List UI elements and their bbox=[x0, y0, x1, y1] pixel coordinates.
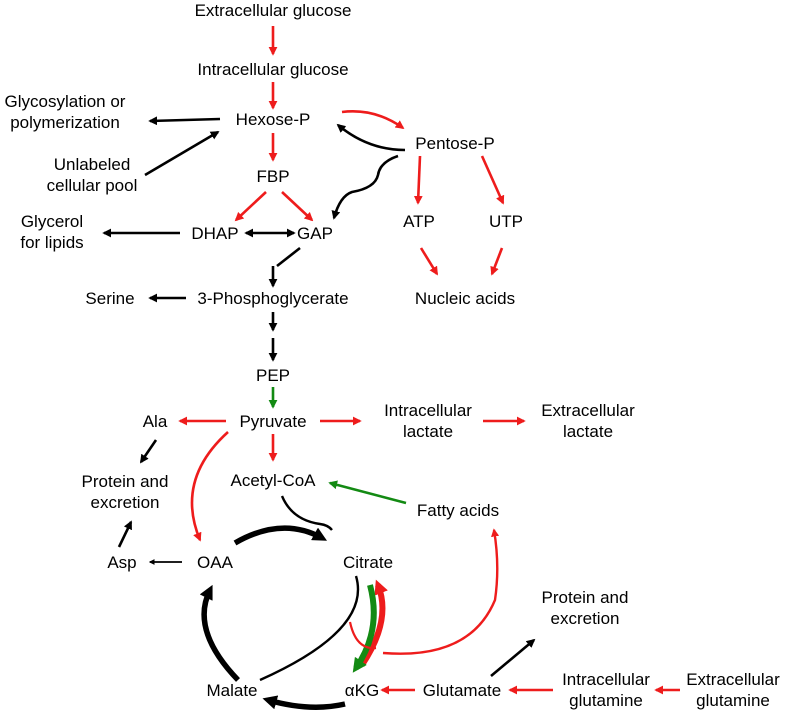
arrow-akg-to-malate bbox=[262, 695, 346, 710]
arrow-akg-to-fatty-acids bbox=[382, 528, 500, 655]
label-extracellular-glutamine-line1: Extracellular bbox=[686, 670, 780, 689]
arrow-glutamate-to-protein-excretion bbox=[490, 638, 536, 677]
label-pep: PEP bbox=[256, 366, 290, 385]
label-acetyl-coa: Acetyl-CoA bbox=[230, 471, 316, 490]
arrow-oaa-to-citrate bbox=[233, 525, 328, 546]
label-ala: Ala bbox=[143, 412, 168, 431]
label-glycerol-line2: for lipids bbox=[20, 233, 83, 252]
label-extracellular-glucose: Extracellular glucose bbox=[195, 1, 352, 20]
arrow-citrate-to-malate bbox=[259, 575, 360, 682]
arrow-fbp-to-gap bbox=[281, 191, 314, 222]
label-pentose-p: Pentose-P bbox=[415, 134, 494, 153]
arrow-malate-to-oaa bbox=[199, 584, 240, 682]
label-oaa: OAA bbox=[197, 553, 234, 572]
arrow-utp-to-nucleic-acids bbox=[490, 247, 504, 276]
arrow-fatty-acids-to-acetyl-coa bbox=[328, 480, 407, 505]
label-extracellular-glutamine-line2: glutamine bbox=[696, 691, 770, 710]
label-intracellular-glutamine-line1: Intracellular bbox=[562, 670, 650, 689]
label-nucleic-acids: Nucleic acids bbox=[415, 289, 515, 308]
label-intracellular-glutamine-line2: glutamine bbox=[569, 691, 643, 710]
arrow-hexose-p-to-glycosylation bbox=[148, 116, 221, 126]
label-dhap: DHAP bbox=[191, 224, 238, 243]
arrow-citrate-to-akg-green bbox=[352, 584, 377, 673]
arrow-pentose-p-to-utp bbox=[480, 155, 505, 205]
label-pyruvate: Pyruvate bbox=[239, 412, 306, 431]
label-gap: GAP bbox=[297, 224, 333, 243]
label-unlabeled-line2: cellular pool bbox=[47, 176, 138, 195]
label-serine: Serine bbox=[85, 289, 134, 308]
arrow-acetyl-coa-to-citrate bbox=[280, 495, 333, 531]
label-fbp: FBP bbox=[256, 167, 289, 186]
label-atp: ATP bbox=[403, 212, 435, 231]
arrow-akg-to-citrate-red bbox=[359, 579, 388, 667]
label-intracellular-lactate-line2: lactate bbox=[403, 422, 453, 441]
arrow-hexose-p-to-pentose-p bbox=[341, 110, 405, 130]
label-protein-excretion-left-line1: Protein and bbox=[82, 472, 169, 491]
label-3-phosphoglycerate: 3-Phosphoglycerate bbox=[197, 289, 348, 308]
label-fatty-acids: Fatty acids bbox=[417, 501, 499, 520]
label-extracellular-lactate-line1: Extracellular bbox=[541, 401, 635, 420]
label-unlabeled-line1: Unlabeled bbox=[54, 155, 131, 174]
arrow-pentose-p-to-atp bbox=[413, 155, 423, 205]
label-citrate: Citrate bbox=[343, 553, 393, 572]
label-intracellular-glucose: Intracellular glucose bbox=[197, 60, 348, 79]
labels: Extracellular glucose Intracellular gluc… bbox=[5, 1, 781, 710]
label-intracellular-lactate-line1: Intracellular bbox=[384, 401, 472, 420]
arrow-fbp-to-dhap bbox=[234, 191, 267, 222]
arrow-pyruvate-to-oaa bbox=[190, 431, 229, 542]
arrow-gap-to-3pg-a bbox=[276, 246, 301, 268]
label-glycerol-line1: Glycerol bbox=[21, 212, 83, 231]
arrow-asp-to-protein-excretion bbox=[117, 520, 133, 548]
label-glycosylation-line2: polymerization bbox=[10, 113, 120, 132]
label-extracellular-lactate-line2: lactate bbox=[563, 422, 613, 441]
arrow-pentose-p-to-hexose-p bbox=[336, 123, 406, 152]
label-asp: Asp bbox=[107, 553, 136, 572]
label-akg: αKG bbox=[345, 681, 379, 700]
arrow-atp-to-nucleic-acids bbox=[419, 247, 439, 276]
label-protein-excretion-right-line1: Protein and bbox=[542, 588, 629, 607]
label-protein-excretion-right-line2: excretion bbox=[551, 609, 620, 628]
label-glycosylation-line1: Glycosylation or bbox=[5, 92, 126, 111]
arrows bbox=[102, 26, 680, 710]
arrow-unlabeled-to-hexose-p bbox=[144, 130, 220, 177]
label-protein-excretion-left-line2: excretion bbox=[91, 493, 160, 512]
label-utp: UTP bbox=[489, 212, 523, 231]
arrow-ala-to-protein-excretion bbox=[139, 439, 158, 464]
arrow-pentose-p-to-gap bbox=[331, 154, 399, 220]
arrow-citrate-loop-thin-red bbox=[348, 621, 377, 650]
label-malate: Malate bbox=[206, 681, 257, 700]
label-glutamate: Glutamate bbox=[423, 681, 501, 700]
label-hexose-p: Hexose-P bbox=[236, 110, 311, 129]
